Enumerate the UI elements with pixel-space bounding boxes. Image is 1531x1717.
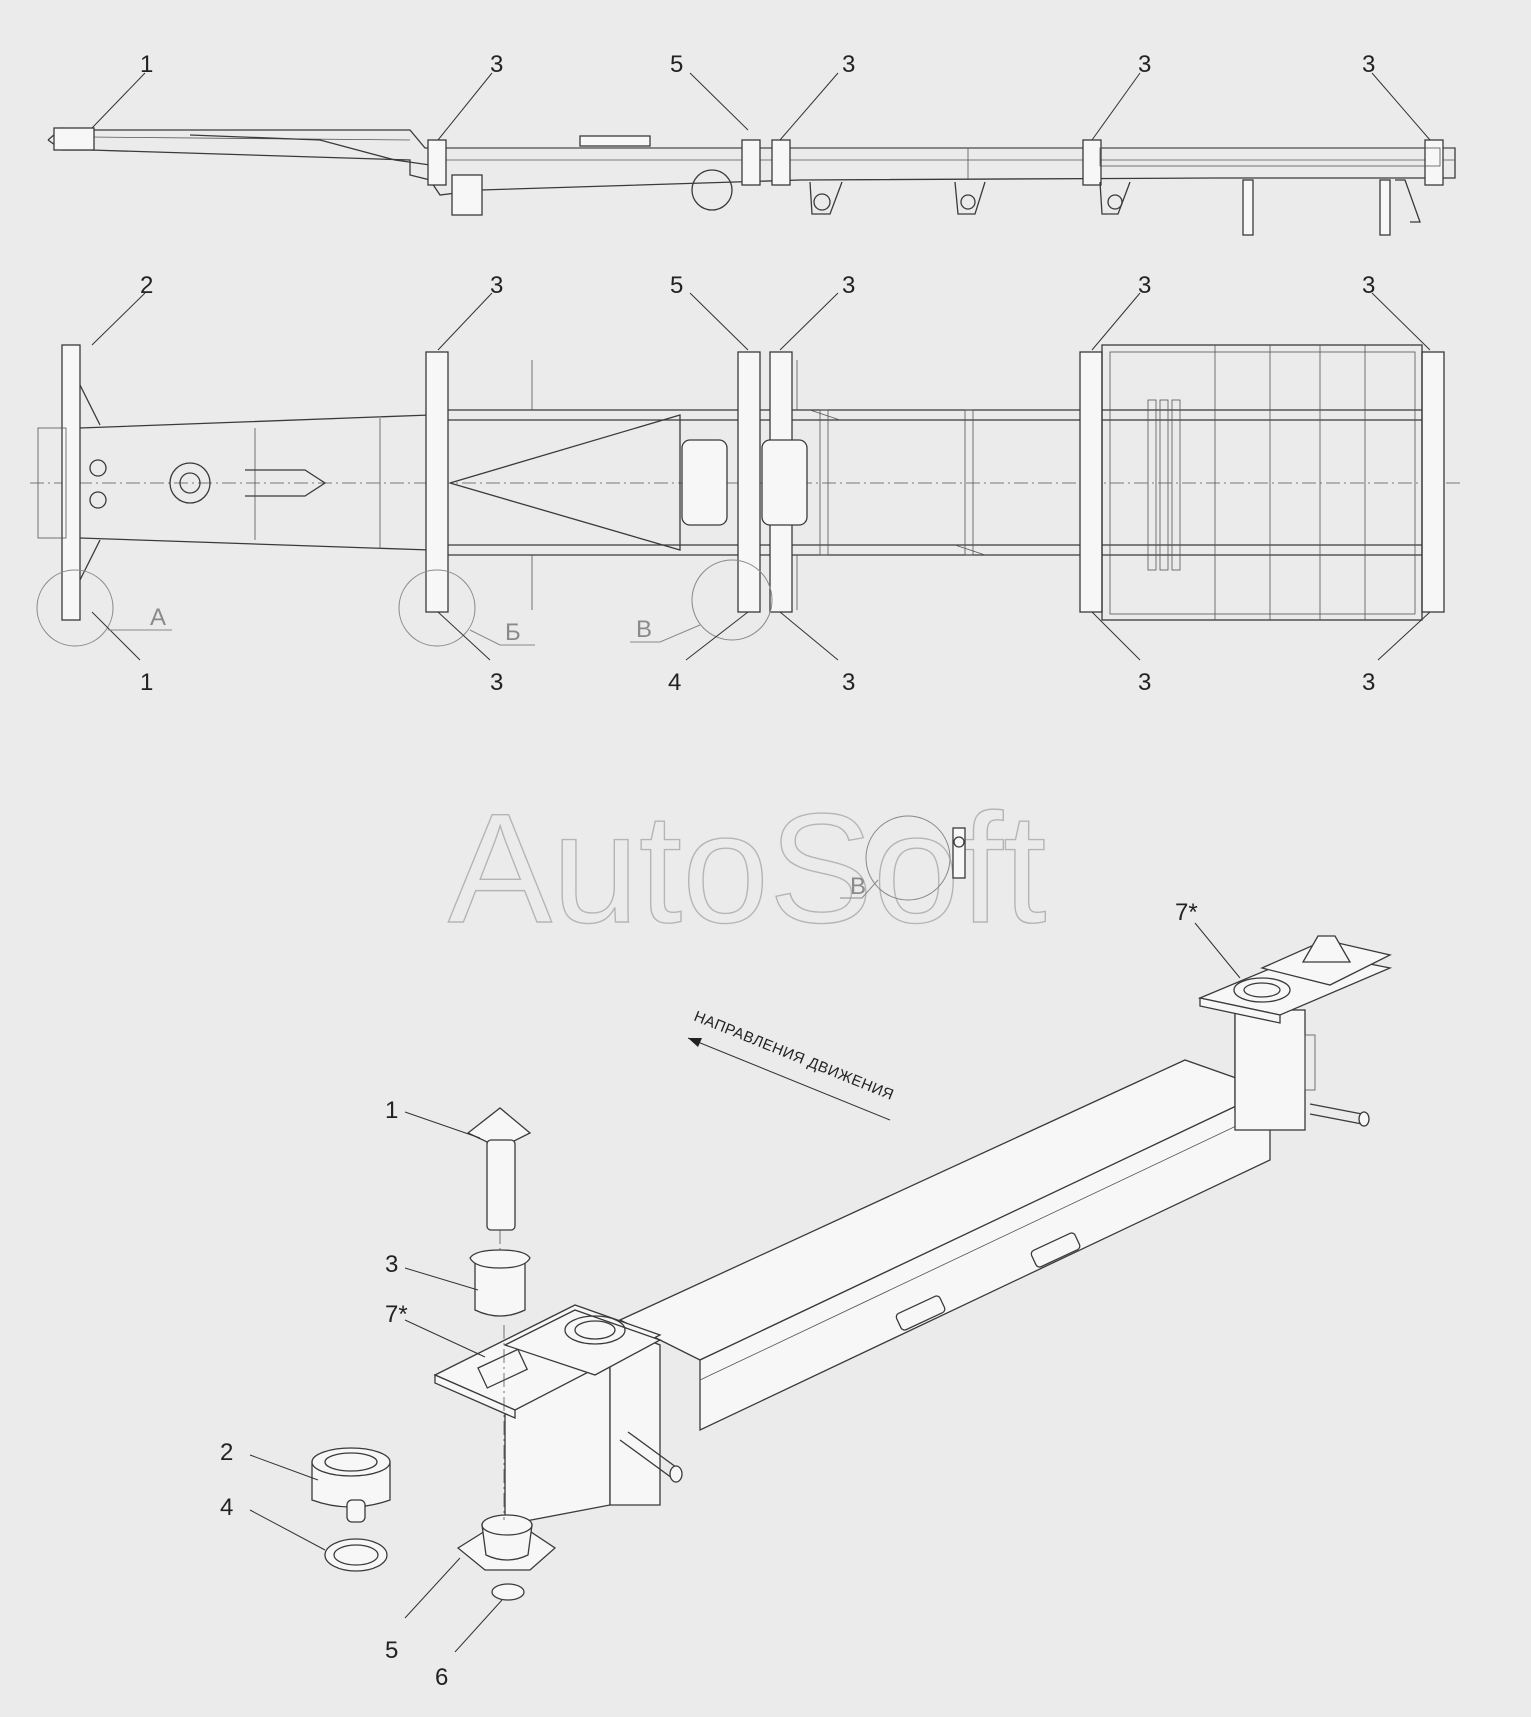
callout-label: 3	[385, 1251, 398, 1278]
callout-label: 5	[670, 51, 683, 78]
callout-label: 1	[385, 1097, 398, 1124]
callout-label: 7*	[385, 1301, 408, 1328]
detail-inset: В	[840, 815, 966, 901]
detail-view-label: В	[636, 616, 652, 643]
callout-label: 1	[140, 669, 153, 696]
callout-label: 3	[490, 272, 503, 299]
watermark: AutoSoft	[448, 782, 1046, 956]
callout-label: 1	[140, 51, 153, 78]
detail-view-label: Б	[505, 619, 521, 646]
callout-label: 3	[1138, 669, 1151, 696]
iso-view-callouts: 1 3 7* 2 4 5 6 7*	[220, 899, 1241, 1691]
callout-label: 3	[842, 272, 855, 299]
callout-label: 3	[842, 669, 855, 696]
callout-label: 3	[1138, 272, 1151, 299]
callout-label: 3	[490, 51, 503, 78]
callout-label: 3	[1362, 51, 1375, 78]
side-view	[47, 127, 1456, 236]
callout-label: 4	[668, 669, 681, 696]
callout-label: 5	[670, 272, 683, 299]
callout-label: 7*	[1175, 899, 1198, 926]
callout-label: 2	[140, 272, 153, 299]
detail-view-label: В	[850, 873, 866, 900]
top-view-callouts: 2 3 5 3 3 3 1 3 4 3 3 3 А Б В	[91, 272, 1431, 696]
callout-label: 3	[842, 51, 855, 78]
detail-view-label: А	[150, 604, 166, 631]
callout-label: 4	[220, 1494, 233, 1521]
callout-label: 6	[435, 1664, 448, 1691]
direction-of-travel-label: НАПРАВЛЕНИЯ ДВИЖЕНИЯ	[692, 1008, 897, 1104]
top-view	[30, 344, 1460, 647]
side-view-callouts: 1 3 5 3 3 3	[91, 51, 1431, 141]
callout-label: 3	[1362, 669, 1375, 696]
iso-view: НАПРАВЛЕНИЯ ДВИЖЕНИЯ	[311, 935, 1393, 1601]
callout-label: 5	[385, 1637, 398, 1664]
callout-label: 3	[490, 669, 503, 696]
callout-label: 3	[1362, 272, 1375, 299]
callout-label: 3	[1138, 51, 1151, 78]
callout-label: 2	[220, 1439, 233, 1466]
